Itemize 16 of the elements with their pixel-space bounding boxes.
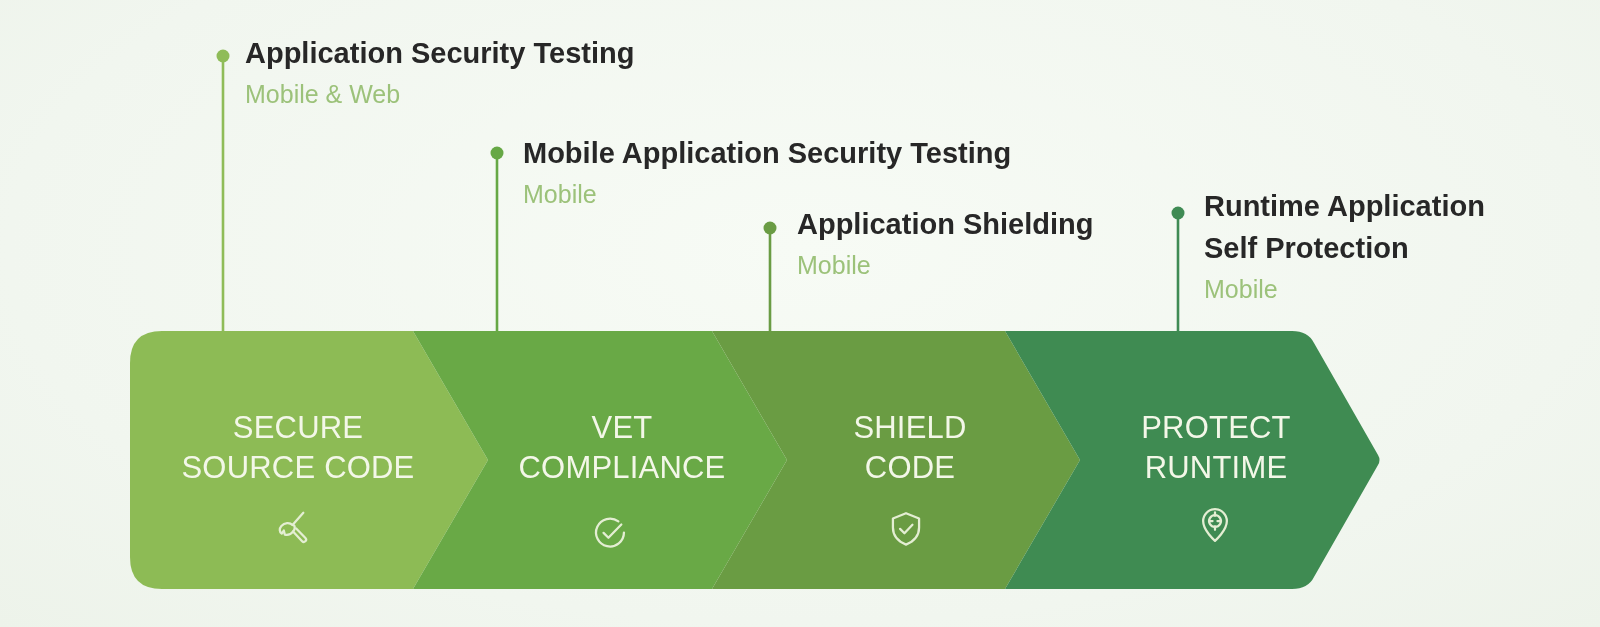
- step-label: VET COMPLIANCE: [517, 409, 727, 487]
- callout-title: Application Security Testing: [245, 36, 635, 71]
- callout-subtitle: Mobile & Web: [245, 79, 401, 110]
- step-label: SHIELD CODE: [852, 409, 968, 487]
- leader-line: [763, 221, 777, 331]
- callout-title: Mobile Application Security Testing: [523, 136, 1012, 171]
- step-label: PROTECT RUNTIME: [1140, 409, 1292, 487]
- callout-title: Application Shielding: [797, 207, 1094, 242]
- callout-subtitle: Mobile: [523, 179, 597, 210]
- callout-subtitle: Mobile: [797, 250, 871, 281]
- leader-line: [216, 49, 230, 331]
- leader-line: [1171, 206, 1185, 331]
- callout-title: Runtime Application Self Protection: [1204, 189, 1486, 266]
- callout-subtitle: Mobile: [1204, 274, 1278, 305]
- step-label: SECURE SOURCE CODE: [180, 409, 416, 487]
- leader-line: [490, 146, 504, 331]
